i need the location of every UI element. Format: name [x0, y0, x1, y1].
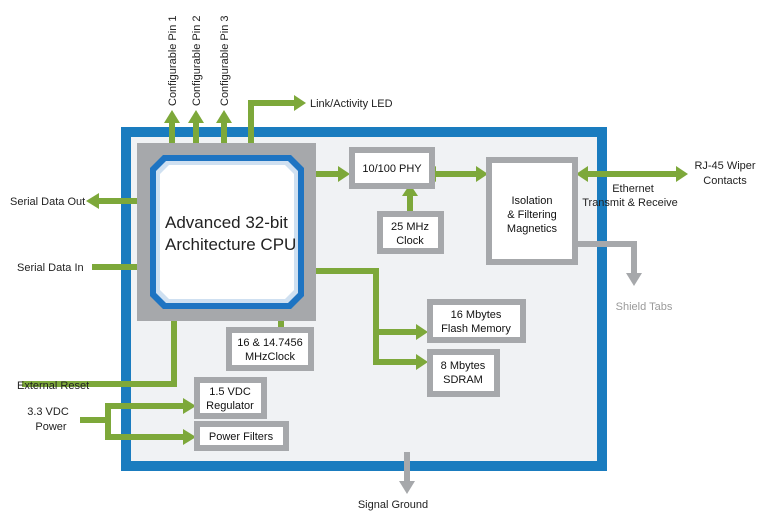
phy-isolation-arrow-right: [476, 166, 488, 182]
pin3-arrow-up: [216, 110, 232, 123]
shield-tabs-label: Shield Tabs: [616, 301, 673, 313]
sdram-arrow: [416, 354, 428, 370]
regulator-label-line2: Regulator: [206, 400, 254, 412]
regulator-arrow: [183, 398, 196, 414]
ethernet-label-line2: Transmit & Receive: [582, 197, 678, 209]
flash-label-line1: 16 Mbytes: [451, 309, 502, 321]
phy-label: 10/100 PHY: [362, 163, 422, 175]
regulator-label-line1: 1.5 VDC: [209, 386, 251, 398]
signal-ground-arrow: [399, 481, 415, 494]
cpu-phy-arrow-right: [338, 166, 350, 182]
serial-out-arrow: [86, 193, 99, 209]
ground-arrowheads: [399, 273, 642, 494]
shield-tabs-connector: [574, 241, 637, 274]
signal-connectors: [22, 100, 676, 440]
flash-block: [427, 299, 526, 343]
isolation-label-line3: Magnetics: [507, 223, 558, 235]
rj45-label-line1: RJ-45 Wiper: [694, 160, 755, 172]
pin2-arrow-up: [188, 110, 204, 123]
cpu-label-line2: Architecture CPU: [165, 235, 296, 254]
regulator-feed-connector: [105, 403, 184, 420]
power-filters-label: Power Filters: [209, 431, 274, 443]
flash-label-line2: Flash Memory: [441, 323, 511, 335]
power-label-line1: 3.3 VDC: [27, 406, 69, 418]
memory-bus-connector: [314, 268, 418, 365]
pin2-label: Configurable Pin 2: [191, 15, 203, 106]
shield-tabs-arrow: [626, 273, 642, 286]
pin1-label: Configurable Pin 1: [167, 15, 179, 106]
phy-block: [349, 147, 435, 189]
clock25-label-line1: 25 MHz: [391, 221, 429, 233]
regulator-block: [194, 377, 267, 419]
clock25-label-line2: Clock: [396, 235, 424, 247]
power-label-line2: Power: [35, 421, 67, 433]
ethernet-label-line1: Ethernet: [612, 183, 654, 195]
sdram-label-line1: 8 Mbytes: [441, 360, 486, 372]
flash-arrow: [416, 324, 428, 340]
link-led-arrow: [294, 95, 306, 111]
serial-in-label: Serial Data In: [17, 262, 84, 274]
external-reset-label: External Reset: [17, 380, 89, 392]
mhzclock-label-line2: MHzClock: [245, 351, 296, 363]
isolation-rj45-arrow-left: [576, 166, 588, 182]
reset-connector: [22, 316, 177, 387]
clock25-block: [377, 211, 444, 254]
ground-connectors: [404, 241, 637, 482]
link-led-label: Link/Activity LED: [310, 98, 393, 110]
power-filters-arrow: [183, 429, 196, 445]
signal-ground-label: Signal Ground: [358, 499, 428, 511]
isolation-label-line2: & Filtering: [507, 209, 557, 221]
mhzclock-block: [226, 327, 314, 371]
isolation-block: [486, 157, 578, 265]
block-boxes: [194, 147, 578, 451]
cpu-label-line1: Advanced 32-bit: [165, 213, 288, 232]
pin1-arrow-up: [164, 110, 180, 123]
clock25-arrow: [402, 184, 418, 196]
sdram-label-line2: SDRAM: [443, 374, 483, 386]
mhzclock-label-line1: 16 & 14.7456: [237, 337, 302, 349]
pin3-label: Configurable Pin 3: [219, 15, 231, 106]
cpu-chip-core: [160, 165, 294, 299]
isolation-rj45-arrow-right: [676, 166, 688, 182]
rj45-label-line2: Contacts: [703, 175, 747, 187]
power-connector: [80, 417, 184, 440]
sdram-block: [427, 349, 500, 397]
serial-out-label: Serial Data Out: [10, 196, 85, 208]
power-filters-block: [194, 421, 289, 451]
isolation-label-line1: Isolation: [512, 195, 553, 207]
link-led-connector: [248, 100, 296, 152]
